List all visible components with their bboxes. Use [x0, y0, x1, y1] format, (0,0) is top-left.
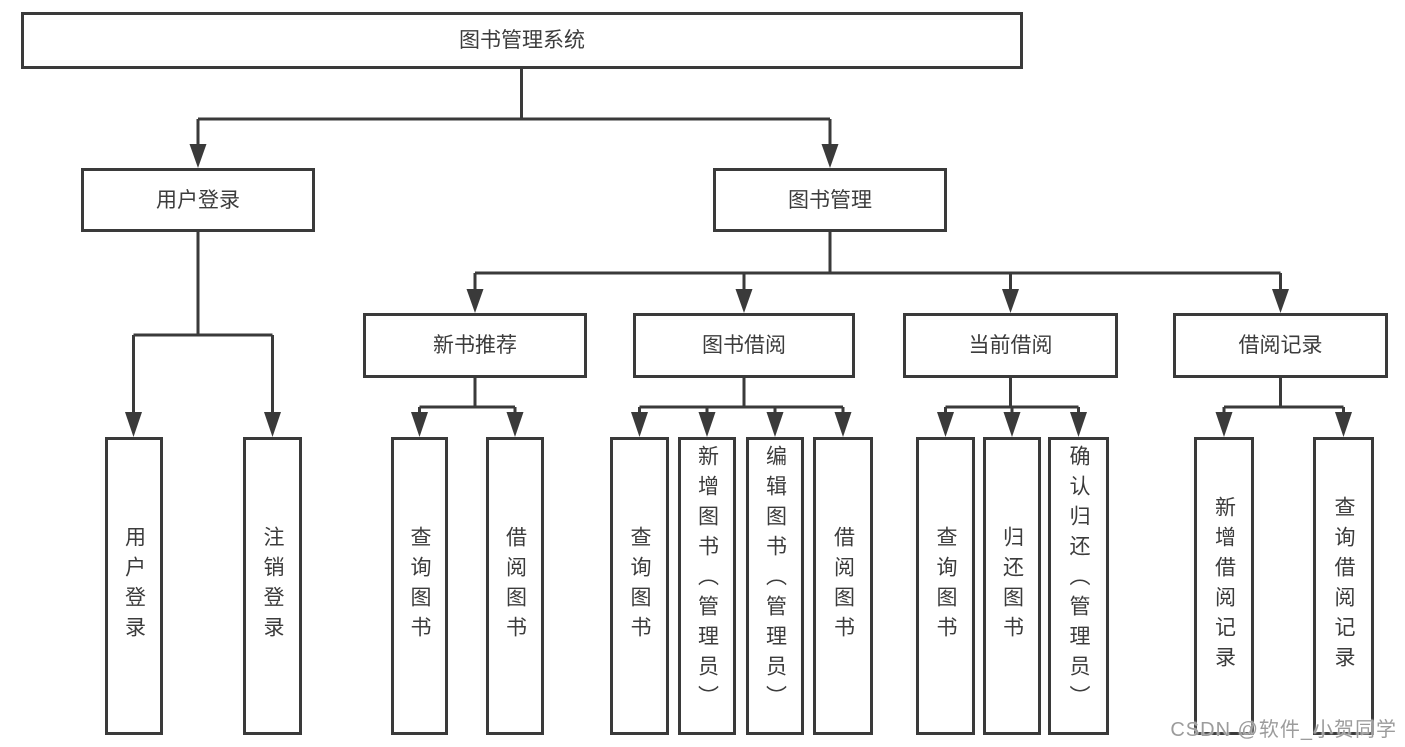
csdn-watermark: CSDN @软件_小贺同学 — [1170, 719, 1397, 741]
leaf-edit-book-admin: 编辑图书（管理员） — [746, 437, 804, 735]
node-book-borrow: 图书借阅 — [633, 313, 855, 378]
leaf-label: 新增借阅记录 — [1212, 496, 1236, 676]
node-label: 当前借阅 — [968, 334, 1053, 357]
leaf-user-login: 用户登录 — [105, 437, 163, 735]
node-label: 图书借阅 — [702, 334, 786, 357]
leaf-label: 注销登录 — [261, 526, 284, 646]
leaf-label: 借阅图书 — [831, 526, 855, 646]
node-label: 图书管理系统 — [459, 29, 585, 52]
leaf-borrow-book: 借阅图书 — [813, 437, 873, 735]
node-label: 用户登录 — [156, 188, 240, 212]
leaf-add-book-admin: 新增图书（管理员） — [678, 437, 736, 735]
leaf-return-book: 归还图书 — [983, 437, 1041, 735]
leaf-label: 新增图书（管理员） — [695, 445, 719, 715]
node-new-book-recommend: 新书推荐 — [363, 313, 587, 378]
node-label: 新书推荐 — [433, 334, 517, 357]
leaf-label: 借阅图书 — [503, 526, 527, 646]
leaf-label: 编辑图书（管理员） — [763, 445, 787, 715]
leaf-query-book: 查询图书 — [610, 437, 669, 735]
node-label: 借阅记录 — [1238, 334, 1323, 357]
node-label: 图书管理 — [788, 188, 872, 212]
leaf-borrow-book: 借阅图书 — [486, 437, 544, 735]
leaf-query-book: 查询图书 — [916, 437, 975, 735]
leaf-label: 归还图书 — [1000, 526, 1024, 646]
leaf-label: 查询图书 — [628, 526, 651, 646]
node-library-management-system: 图书管理系统 — [21, 12, 1023, 69]
leaf-label: 查询图书 — [934, 526, 957, 646]
node-user-login: 用户登录 — [81, 168, 315, 232]
leaf-logout: 注销登录 — [243, 437, 302, 735]
leaf-confirm-return-admin: 确认归还（管理员） — [1048, 437, 1109, 735]
leaf-query-book: 查询图书 — [391, 437, 448, 735]
leaf-label: 查询借阅记录 — [1332, 496, 1355, 676]
leaf-add-borrow-record: 新增借阅记录 — [1194, 437, 1254, 735]
leaf-label: 用户登录 — [122, 526, 146, 646]
node-book-management: 图书管理 — [713, 168, 947, 232]
leaf-query-borrow-record: 查询借阅记录 — [1313, 437, 1374, 735]
leaf-label: 查询图书 — [408, 526, 431, 646]
node-borrow-record: 借阅记录 — [1173, 313, 1388, 378]
node-current-borrow: 当前借阅 — [903, 313, 1118, 378]
leaf-label: 确认归还（管理员） — [1067, 445, 1090, 715]
